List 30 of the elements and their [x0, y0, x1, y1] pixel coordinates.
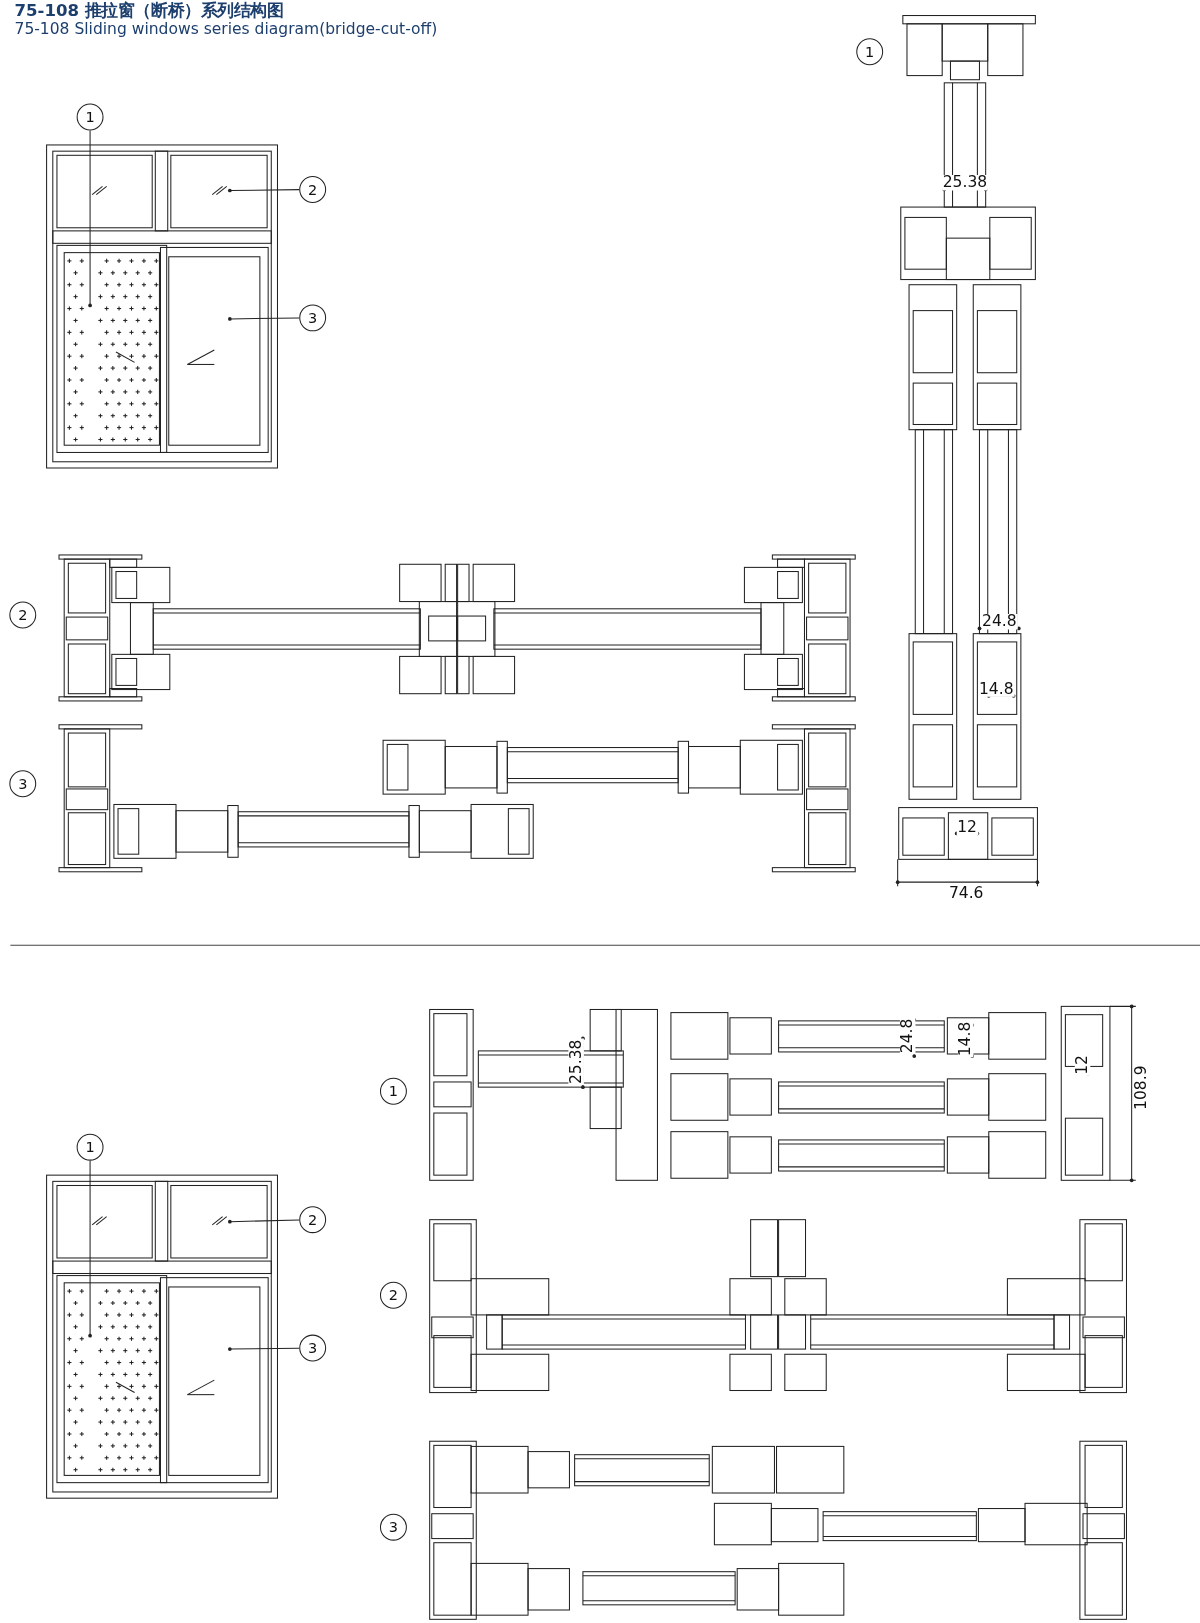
dimension-label: 24.8: [981, 613, 1018, 629]
callout-number: 3: [299, 304, 327, 332]
dimension-label: 14.8: [977, 680, 1015, 697]
callout-number: 2: [380, 1281, 407, 1309]
callout-number: 1: [380, 1077, 407, 1105]
diagram-title: 75-108 推拉窗（断桥）系列结构图: [14, 0, 284, 22]
leader-line: [228, 317, 300, 321]
callout-number: 1: [76, 1133, 104, 1161]
dimension-label: 25.38: [941, 174, 989, 190]
callout-number: 1: [76, 103, 104, 131]
callout-number: 1: [856, 38, 884, 66]
dimension-label: 25.38: [567, 1038, 584, 1085]
dimension-label: 74.6: [947, 884, 985, 901]
dimension-label: 24.8: [899, 1017, 915, 1054]
callout-number: 2: [299, 1206, 327, 1234]
callout-number: 2: [9, 601, 37, 629]
diagram-subtitle: 75-108 Sliding windows series diagram(bridge-cut-off): [14, 19, 438, 39]
callout-number: 3: [299, 1334, 327, 1362]
leader-line: [88, 1160, 92, 1338]
callout-number: 3: [380, 1513, 407, 1541]
dimension-label: 12: [956, 819, 978, 836]
dimension-label: 12: [1074, 1053, 1090, 1076]
leader-line: [228, 188, 300, 193]
leader-line: [228, 1219, 300, 1224]
callout-number: 2: [299, 176, 327, 203]
dimension-label: 14.8: [957, 1020, 973, 1057]
callout-number: 3: [9, 770, 37, 798]
dimension-label: 108.9: [1133, 1063, 1149, 1111]
leader-line: [228, 1347, 300, 1351]
leader-line: [88, 129, 92, 308]
